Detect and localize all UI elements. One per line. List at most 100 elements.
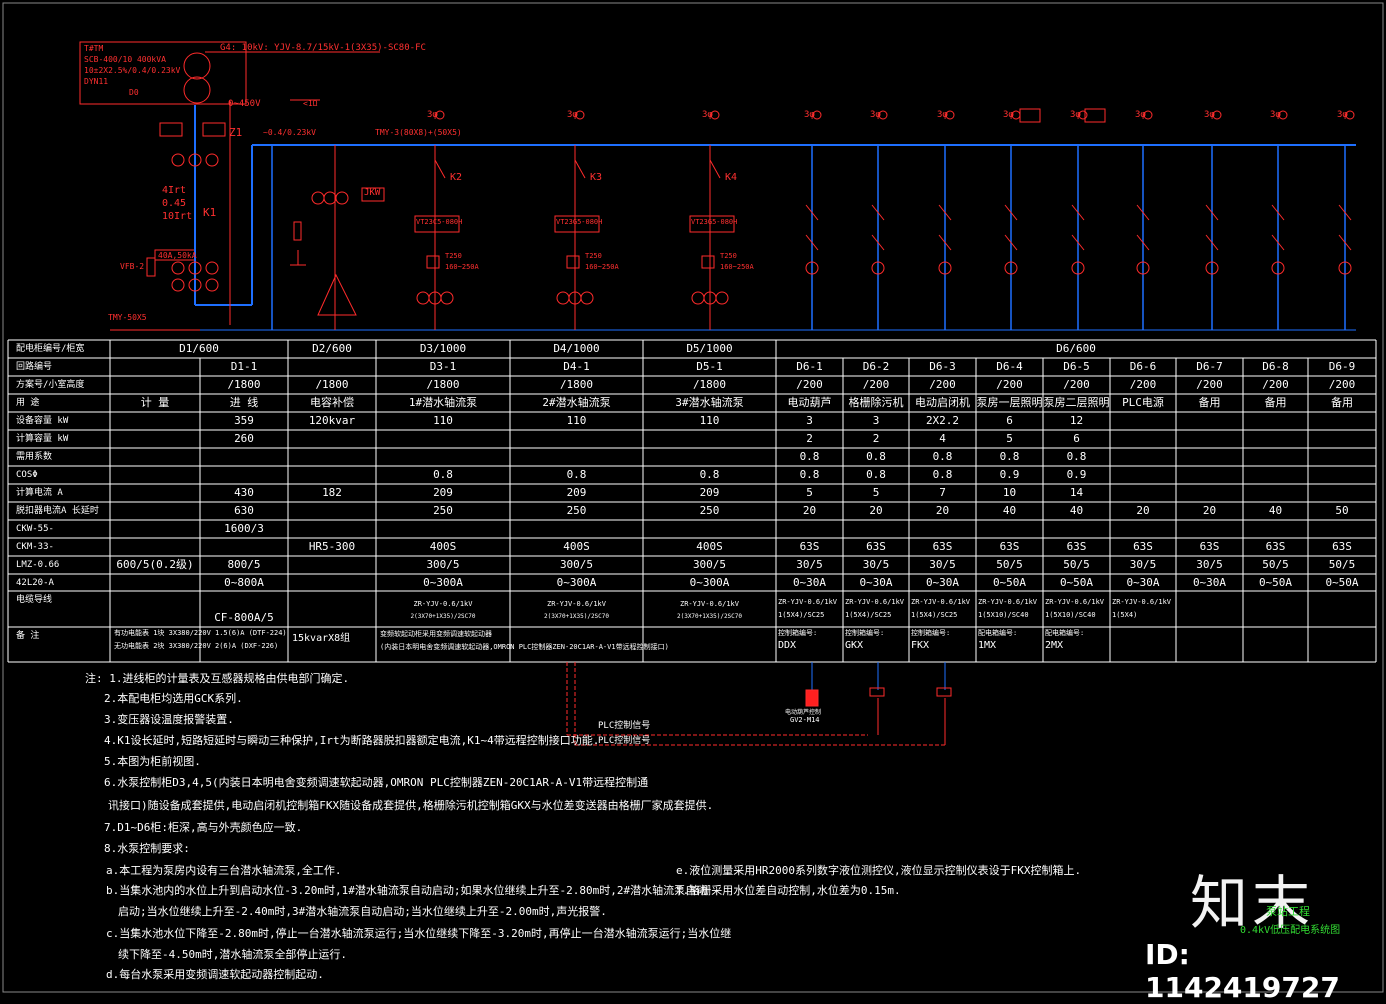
trip-current: 250 — [433, 504, 453, 517]
cable-d6: 1(5X10)/SC40 — [1045, 611, 1096, 619]
row-label: 计算容量 kW — [16, 434, 69, 444]
lmz-value: 50/5 — [996, 558, 1023, 571]
voltage-label-2: ~0.4/0.23kV — [263, 128, 316, 137]
phase-mark: 3φ — [427, 110, 438, 120]
remarks-pump: 变频软起动柜采用变频调速软起动器 — [380, 630, 492, 638]
calc-current: 209 — [566, 486, 587, 499]
contactor-switch — [574, 159, 586, 179]
ct-icon — [580, 291, 594, 305]
remarks-d6-label: 控制箱编号: — [845, 629, 885, 637]
vfd-label: VT23G5-080H — [691, 218, 738, 226]
transformer-box — [79, 41, 247, 105]
usage: 泵房二层照明 — [1043, 396, 1110, 409]
lmz-value: 50/5 — [1063, 558, 1090, 571]
k1-setting: 10Irt — [162, 211, 193, 222]
note-right: e.液位测量采用HR2000系列数字液位测控仪,液位显示控制仪表设于FKX控制箱… — [676, 864, 1082, 877]
ammeter-range: 0~30A — [1192, 576, 1227, 589]
branch-switch — [805, 204, 819, 221]
cable-d6: ZR-YJV-0.6/1kV — [1112, 598, 1172, 606]
note-line: 2.本配电柜均选用GCK系列. — [104, 692, 243, 705]
circuit-id: D4-1 — [563, 360, 590, 373]
capacity: 2X2.2 — [925, 414, 960, 427]
ckm-value: 400S — [429, 540, 457, 553]
lmz-value: 30/5 — [862, 558, 890, 571]
vfd-box — [414, 215, 460, 233]
busbar2-label: TMY-50X5 — [108, 313, 147, 322]
vfd-box — [689, 215, 735, 233]
capacity: 110 — [566, 414, 587, 427]
cable-pump: 2(3X70+1X35)/2SC70 — [543, 613, 610, 620]
ammeter-range: 0~30A — [925, 576, 960, 589]
cable-pump: 2(3X70+1X35)/2SC70 — [410, 613, 476, 620]
relay-box — [426, 255, 440, 269]
title-block-line1: 泵站工程 — [1266, 905, 1310, 918]
branch-switch — [1136, 204, 1150, 221]
remarks-d6-label: 配电箱编号: — [1045, 629, 1085, 637]
note-line: b.当集水池内的水位上升到启动水位-3.20m时,1#潜水轴流泵自动启动;如果水… — [106, 884, 708, 897]
cos-phi: 0.9 — [1066, 468, 1087, 481]
cos-phi: 0.8 — [866, 468, 886, 481]
capacity: 3 — [806, 414, 813, 427]
ct-icon — [715, 291, 729, 305]
remarks-d6: 1MX — [978, 640, 997, 651]
ammeter-range: 0~300A — [423, 576, 463, 589]
trip-current: 20 — [1136, 504, 1150, 517]
trip-current: 20 — [935, 504, 950, 517]
ct-icon — [805, 261, 819, 275]
remarks-d6-label: 控制箱编号: — [911, 629, 951, 637]
transformer-winding-1 — [183, 52, 211, 80]
note-line: 注: 1.进线柜的计量表及互感器规格由供电部门确定. — [85, 672, 350, 685]
row-label: CKW-55- — [16, 524, 54, 534]
cable-d6: ZR-YJV-0.6/1kV — [978, 598, 1038, 606]
demand-factor: 0.8 — [932, 450, 953, 463]
branch-switch — [1271, 204, 1285, 221]
vfd-box — [554, 215, 600, 233]
scheme-no: /200 — [1328, 378, 1356, 391]
remarks-d6: 2MX — [1045, 640, 1064, 651]
voltage-label-1: 0~450V — [228, 99, 261, 109]
ct-icon — [1004, 261, 1018, 275]
trip-current: 40 — [1069, 504, 1084, 517]
note-line: 续下降至-4.50m时,潜水轴流泵全部停止运行. — [118, 948, 347, 961]
branch-switch — [1071, 204, 1085, 221]
transformer-label: 10±2X2.5%/0.4/0.23kV — [84, 66, 181, 75]
lmz-value: 300/5 — [559, 558, 594, 571]
ckm-value: 63S — [1265, 540, 1286, 553]
trip-current: 630 — [234, 504, 254, 517]
meter-icon — [1212, 110, 1222, 120]
relay-label: 160~250A — [585, 263, 619, 271]
ct-icon — [1071, 261, 1085, 275]
cabinet-id: D2/600 — [312, 342, 352, 355]
cos-phi: 0.8 — [433, 468, 453, 481]
cable-d1: CF-800A/5 — [214, 611, 274, 624]
usage: PLC电源 — [1122, 396, 1164, 409]
ckm-value: 63S — [1133, 540, 1153, 553]
transformer-label: D0 — [129, 88, 139, 97]
scheme-no: /200 — [1196, 378, 1223, 391]
hv-cable-label: G4: 10kV: YJV-8.7/15kV-1(3X35)-SC80-FC — [220, 43, 426, 53]
note-line: 5.本图为柜前视图. — [104, 755, 201, 768]
k1-setting: 0.45 — [162, 198, 187, 209]
usage: 进 线 — [229, 396, 259, 409]
scheme-no: /1800 — [426, 378, 460, 391]
cabinet-id: D5/1000 — [686, 342, 733, 355]
ckm-value: 63S — [799, 540, 820, 553]
ct-icon — [335, 191, 349, 205]
calc-capacity: 4 — [939, 432, 946, 445]
cable-pump: ZR-YJV-0.6/1kV — [546, 600, 606, 608]
usage: 计 量 — [140, 396, 170, 409]
demand-factor: 0.8 — [799, 450, 820, 463]
branch-switch — [1071, 234, 1085, 251]
lmz-value: 50/5 — [1328, 558, 1356, 571]
ct-icon — [188, 261, 202, 275]
row-label: 备 注 — [16, 631, 40, 641]
scheme-no: /200 — [929, 378, 956, 391]
calc-capacity: 5 — [1006, 432, 1013, 445]
ckm-value: 63S — [1199, 540, 1220, 553]
phase-mark: 3φ — [1204, 110, 1215, 120]
phase-mark: 3φ — [1070, 110, 1081, 120]
k1-setting: 4Irt — [162, 185, 187, 196]
